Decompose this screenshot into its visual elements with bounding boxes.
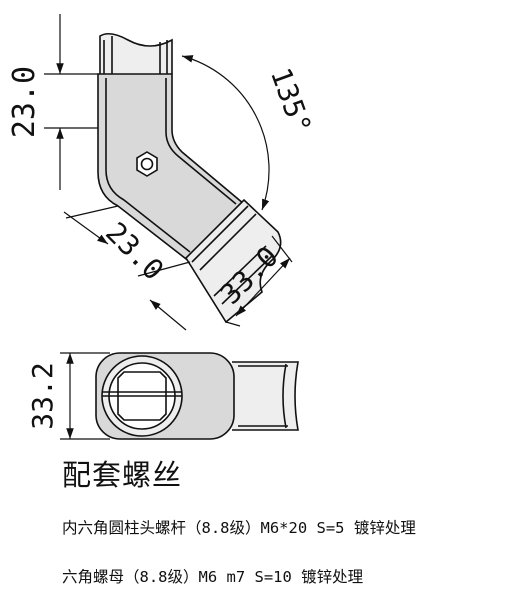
dim-angle bbox=[181, 55, 270, 211]
caption-bolt-spec: 内六角圆柱头螺杆（8.8级）M6*20 S=5 镀锌处理 bbox=[62, 519, 416, 537]
dim-diag-width bbox=[225, 235, 293, 327]
upper-tube-stub bbox=[99, 32, 173, 74]
dim-angle-label: 135° bbox=[264, 63, 318, 138]
caption-nut-spec: 六角螺母（8.8级）M6 m7 S=10 镀锌处理 bbox=[62, 568, 364, 586]
dim-end-width bbox=[60, 352, 110, 440]
dim-top-height bbox=[44, 14, 98, 190]
end-view bbox=[95, 352, 299, 440]
dim-diag-length bbox=[63, 205, 191, 331]
dim-top-height-label: 23.0 bbox=[7, 66, 42, 138]
caption-title: 配套螺丝 bbox=[62, 458, 183, 492]
dim-end-width-label: 33.2 bbox=[26, 362, 59, 429]
